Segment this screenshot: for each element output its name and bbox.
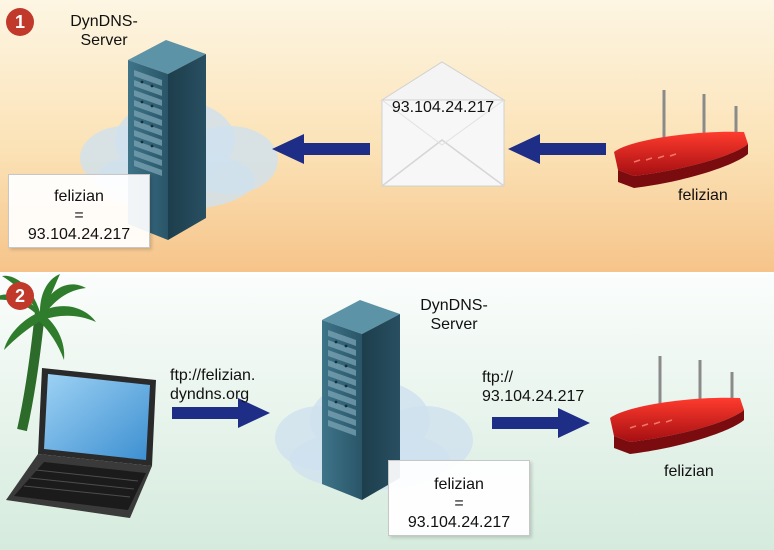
request-url-line-1: ftp://felizian. [170,367,256,384]
step-badge-2: 2 [6,282,34,310]
step-badge-1: 1 [6,8,34,36]
server-label: DynDNS- Server [66,12,142,50]
mapping-name: felizian [434,476,484,493]
server-label-line-2: Server [80,32,128,49]
forward-url: ftp:// 93.104.24.217 [482,368,584,406]
mapping-name: felizian [54,188,104,205]
envelope-ip: 93.104.24.217 [391,99,495,116]
server-label-line-1: DynDNS- [420,297,488,314]
mapping-ip: 93.104.24.217 [27,226,131,243]
mapping-box: felizian = 93.104.24.217 [388,460,530,536]
mapping-ip: 93.104.24.217 [407,514,511,531]
server-label: DynDNS- Server [416,296,492,334]
router-label: felizian [664,463,714,480]
mapping-equals: = [74,207,84,224]
server-label-line-2: Server [430,316,478,333]
request-url: ftp://felizian. dyndns.org [170,366,255,404]
server-label-line-1: DynDNS- [70,13,138,30]
mapping-equals: = [454,495,464,512]
laptop-icon [6,368,156,518]
mapping-box: felizian = 93.104.24.217 [8,174,150,248]
router-label: felizian [678,187,728,204]
forward-url-line-1: ftp:// [482,369,514,386]
envelope-icon [380,61,506,187]
forward-url-line-2: 93.104.24.217 [482,388,585,405]
request-url-line-2: dyndns.org [170,386,250,403]
